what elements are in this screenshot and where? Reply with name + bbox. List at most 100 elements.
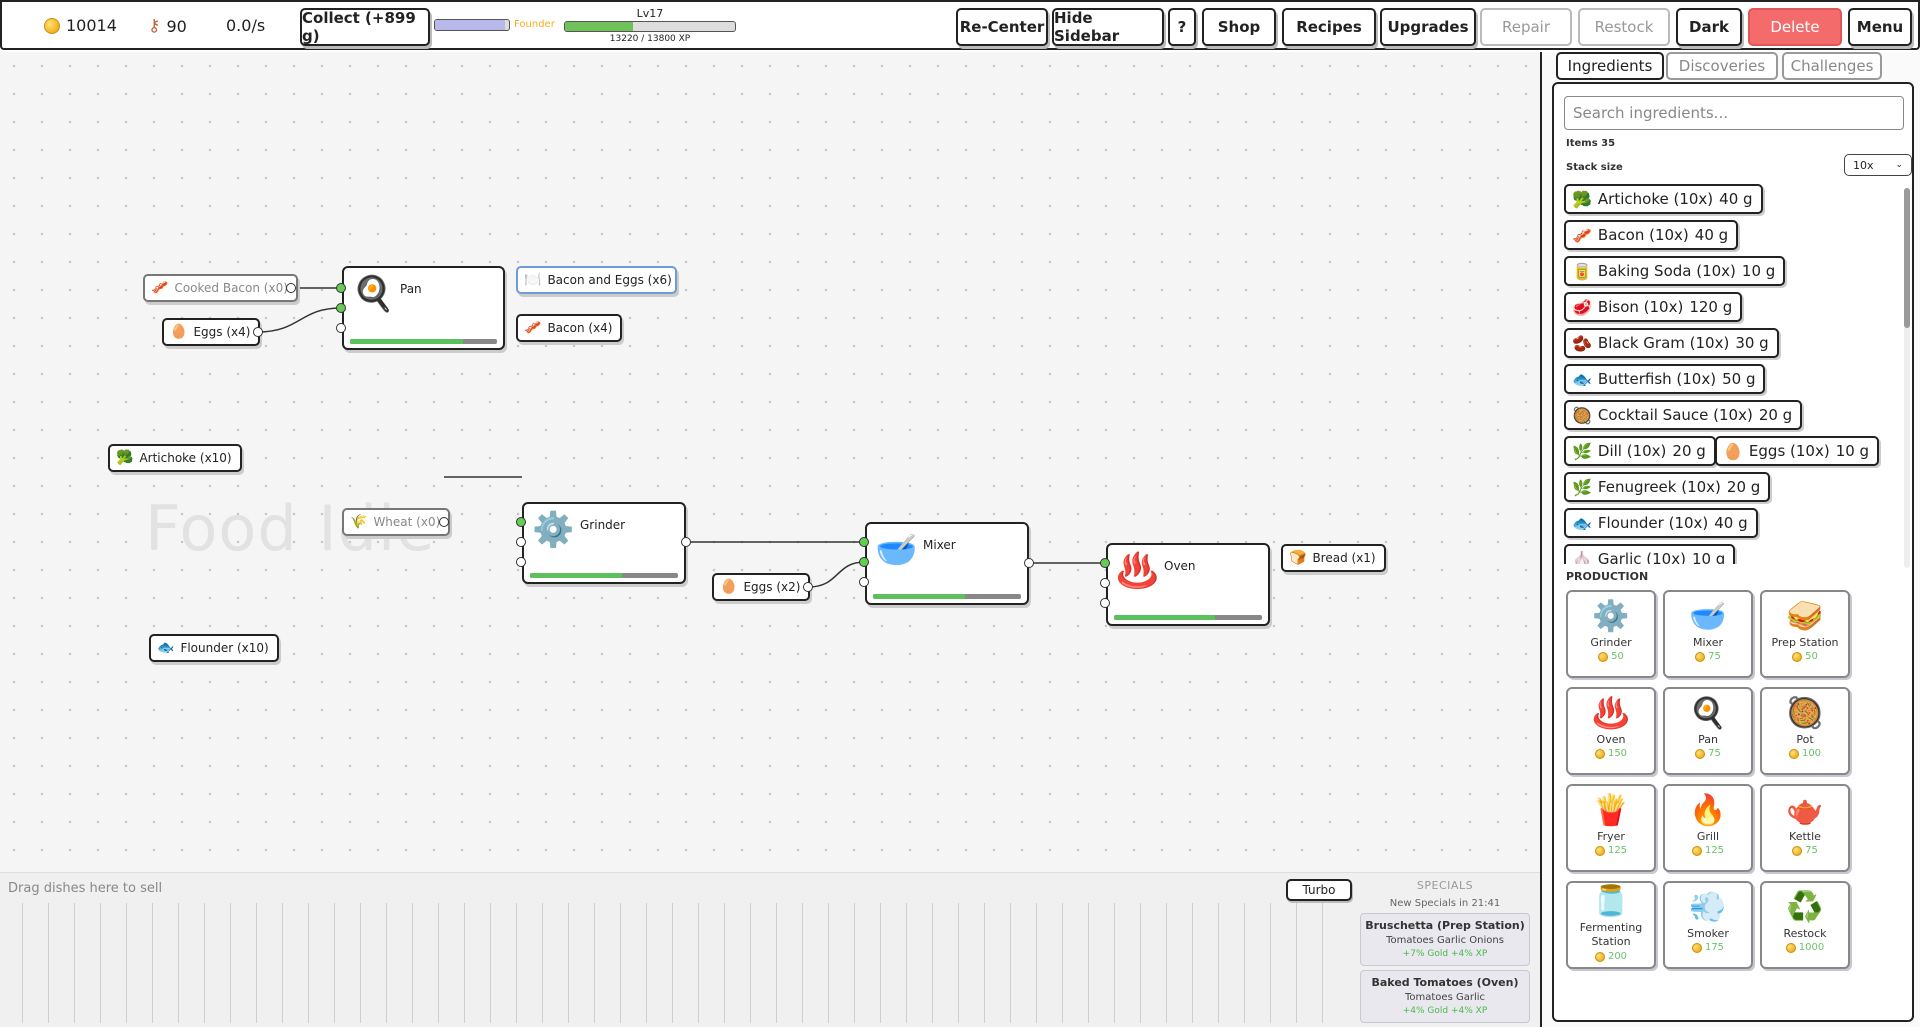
item-node-eggs[interactable]: 🥚 Eggs (x4) (162, 318, 261, 346)
repair-button[interactable]: Repair (1480, 8, 1572, 46)
tab-ingredients[interactable]: Ingredients (1556, 52, 1664, 80)
tab-challenges[interactable]: Challenges (1782, 52, 1882, 80)
production-cost-value: 200 (1607, 951, 1628, 962)
item-node-wheat[interactable]: 🌾 Wheat (x0) (342, 508, 451, 536)
machine-grinder[interactable]: ⚙️ Grinder (522, 502, 686, 584)
input-port[interactable] (516, 517, 526, 527)
ingredient-item[interactable]: 🧄Garlic (10x)10 g (1564, 544, 1736, 564)
fire-icon: 🔥 (1689, 793, 1727, 828)
turbo-button[interactable]: Turbo (1286, 879, 1352, 901)
machine-pan[interactable]: 🍳 Pan (342, 266, 505, 350)
ingredient-item[interactable]: 🥦Artichoke (10x)40 g (1564, 184, 1763, 214)
input-port[interactable] (336, 283, 346, 293)
special-card[interactable]: Bruschetta (Prep Station) Tomatoes Garli… (1360, 913, 1530, 966)
item-node-bacon-and-eggs[interactable]: 🍽️ Bacon and Eggs (x6) (516, 266, 677, 294)
item-node-artichoke[interactable]: 🥦 Artichoke (x10) (108, 444, 242, 472)
stack-size-select[interactable]: 10x ⌄ (1844, 154, 1912, 176)
ingredient-item[interactable]: 🫘Black Gram (10x)30 g (1564, 328, 1779, 358)
production-name: Fermenting Station (1579, 921, 1643, 948)
ingredient-item[interactable]: 🐟Flounder (10x)40 g (1564, 508, 1758, 538)
item-node-cooked-bacon[interactable]: 🥓 Cooked Bacon (x0) (143, 274, 298, 302)
input-port[interactable] (859, 537, 869, 547)
ingredient-item[interactable]: 🥘Cocktail Sauce (10x)20 g (1564, 400, 1803, 430)
machine-progress-bar (1114, 615, 1262, 620)
input-port[interactable] (859, 557, 869, 567)
dark-mode-button[interactable]: Dark (1676, 8, 1742, 46)
input-port[interactable] (516, 537, 526, 547)
ingredient-item[interactable]: 🐟Butterfish (10x)50 g (1564, 364, 1766, 394)
upgrades-button[interactable]: Upgrades (1380, 8, 1476, 46)
special-card[interactable]: Baked Tomatoes (Oven) Tomatoes Garlic +4… (1360, 970, 1530, 1023)
item-node-bacon[interactable]: 🥓 Bacon (x4) (516, 314, 623, 342)
output-port[interactable] (1024, 558, 1034, 568)
herb-icon: 🌿 (1572, 477, 1592, 497)
ingredient-item[interactable]: 🌿Fenugreek (10x)20 g (1564, 472, 1771, 502)
output-port[interactable] (681, 537, 691, 547)
production-cost-value: 1000 (1798, 942, 1825, 953)
search-input[interactable] (1564, 96, 1904, 130)
machine-name: Oven (1164, 559, 1196, 573)
input-port[interactable] (336, 323, 346, 333)
delete-button[interactable]: Delete (1748, 8, 1842, 46)
xp-label: 13220 / 13800 XP (609, 34, 691, 44)
ingredient-item[interactable]: 🌿Dill (10x)20 g (1564, 436, 1716, 466)
hide-sidebar-button[interactable]: Hide Sidebar (1052, 8, 1164, 46)
restock-button[interactable]: Restock (1578, 8, 1670, 46)
keys-amount: 90 (166, 16, 187, 36)
ingredient-item[interactable]: 🥫Baking Soda (10x)10 g (1564, 256, 1786, 286)
ingredient-item[interactable]: 🥩Bison (10x)120 g (1564, 292, 1743, 322)
recipes-button[interactable]: Recipes (1282, 8, 1376, 46)
pan-icon: 🍳 (352, 274, 395, 314)
input-port[interactable] (1100, 598, 1110, 608)
help-button[interactable]: ? (1168, 8, 1196, 46)
item-node-flounder[interactable]: 🐟 Flounder (x10) (149, 634, 279, 662)
ingredient-name: Eggs (10x) (1748, 442, 1830, 460)
machine-oven[interactable]: ♨️ Oven (1106, 543, 1270, 626)
shop-button[interactable]: Shop (1202, 8, 1276, 46)
rank-label: Founder (514, 19, 555, 30)
machine-progress-bar (530, 573, 678, 578)
recenter-button[interactable]: Re-Center (956, 8, 1048, 46)
sell-hint: Drag dishes here to sell (8, 881, 163, 896)
factory-canvas[interactable]: Food Idle 🥓 Cooked Bacon (x0) 🥚 Eggs (x4… (0, 52, 1540, 872)
input-port[interactable] (516, 557, 526, 567)
ingredient-scrollbar[interactable] (1904, 188, 1910, 568)
collect-button[interactable]: Collect (+899 g) (300, 8, 430, 46)
input-port[interactable] (336, 303, 346, 313)
sell-drop-zone[interactable]: Drag dishes here to sell Turbo SPECIALS … (0, 872, 1540, 1027)
kettle-icon: 🫖 (1786, 793, 1824, 828)
output-port[interactable] (803, 582, 813, 592)
input-port[interactable] (859, 577, 869, 587)
production-cost: 150 (1568, 748, 1654, 759)
ingredient-price: 20 g (1758, 406, 1793, 424)
gold-amount: 10014 (66, 16, 117, 35)
output-port[interactable] (439, 517, 449, 527)
machine-mixer[interactable]: 🥣 Mixer (865, 522, 1029, 605)
output-port[interactable] (286, 283, 296, 293)
ingredient-item[interactable]: 🥚Eggs (10x)10 g (1715, 436, 1880, 466)
output-port[interactable] (253, 327, 263, 337)
ingredient-item[interactable]: 🥓Bacon (10x)40 g (1564, 220, 1739, 250)
tab-discoveries[interactable]: Discoveries (1666, 52, 1778, 80)
scrollbar-thumb[interactable] (1904, 188, 1910, 328)
input-port[interactable] (1100, 578, 1110, 588)
gear-icon: ⚙️ (532, 510, 575, 550)
input-port[interactable] (1100, 558, 1110, 568)
pan-icon: 🍳 (1689, 696, 1727, 731)
menu-button[interactable]: Menu (1848, 8, 1912, 46)
machine-progress-bar (350, 339, 497, 344)
item-node-eggs-mixer[interactable]: 🥚 Eggs (x2) (712, 573, 811, 601)
item-node-bread[interactable]: 🍞 Bread (x1) (1281, 544, 1386, 572)
